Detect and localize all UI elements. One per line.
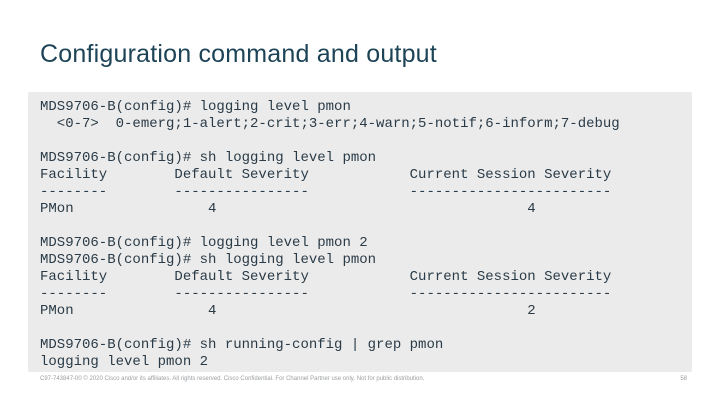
terminal-block-show-running-config: MDS9706-B(config)# sh running-config | g…	[40, 337, 444, 370]
page-number: 58	[680, 376, 687, 382]
terminal-block-show-logging-default: MDS9706-B(config)# sh logging level pmon…	[40, 150, 612, 217]
terminal-block-set-level-and-show: MDS9706-B(config)# logging level pmon 2 …	[40, 235, 612, 319]
terminal-output-panel: MDS9706-B(config)# logging level pmon <0…	[28, 92, 692, 372]
terminal-block-logging-level-help: MDS9706-B(config)# logging level pmon <0…	[40, 99, 620, 132]
footer-disclaimer: C97-743847-00 © 2020 Cisco and/or its af…	[40, 376, 425, 382]
slide-title: Configuration command and output	[40, 40, 437, 68]
